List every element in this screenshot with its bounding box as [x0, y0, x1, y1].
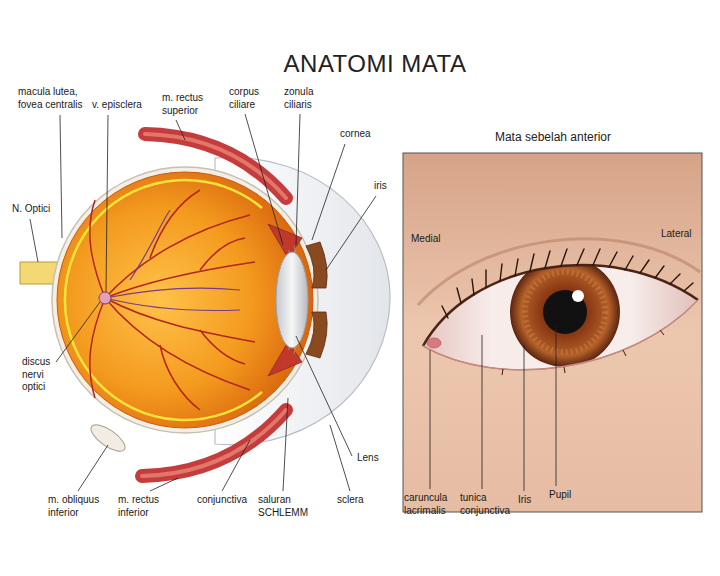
structure-label: discus nervi optici — [22, 356, 64, 394]
ciliary-body — [268, 224, 302, 258]
upper-lashes — [442, 249, 693, 318]
direction-label: Medial — [411, 233, 471, 246]
retinal-veins — [105, 210, 240, 311]
lens — [276, 252, 308, 348]
structure-label: conjunctiva — [197, 494, 257, 507]
panel-heading: Mata sebelah anterior — [403, 130, 703, 144]
structure-label: saluran SCHLEMM — [258, 494, 318, 519]
structure-label: Iris — [518, 494, 546, 507]
direction-label: Lateral — [661, 228, 701, 241]
structure-label: iris — [374, 180, 404, 193]
structure-label: macula lutea, fovea centralis — [18, 86, 96, 111]
caruncle — [427, 338, 441, 348]
leader-lines — [30, 114, 556, 491]
iris-disc — [510, 257, 620, 367]
structure-label: m. obliquus inferior — [48, 494, 110, 519]
muscle-striation — [145, 134, 286, 198]
structure-label: m. rectus superior — [162, 92, 222, 117]
lower-lashes — [502, 330, 664, 375]
structure-label: tunica conjunctiva — [460, 492, 516, 517]
iris-section — [306, 242, 327, 288]
structure-label: corpus ciliare — [229, 86, 271, 111]
eye-globe — [57, 172, 313, 428]
iris-section — [306, 312, 327, 358]
anterior-view-panel: Mata sebelah anteriorMedial Lateral — [403, 128, 703, 513]
pupil-disc — [543, 290, 587, 334]
diagram-title: ANATOMI MATA — [230, 50, 520, 79]
structure-label: Pupil — [549, 489, 579, 502]
retina-line — [65, 180, 262, 420]
structure-label: sclera — [337, 494, 377, 507]
structure-label: Lens — [357, 452, 387, 465]
structure-label: N. Optici — [12, 203, 62, 216]
structure-label: m. rectus inferior — [118, 494, 176, 519]
structure-label: zonula ciliaris — [284, 86, 330, 111]
superior-rectus-muscle — [145, 134, 286, 198]
retinal-vessels — [90, 190, 255, 410]
anterior-view-frame — [403, 153, 702, 512]
inferior-rectus-muscle — [142, 410, 286, 476]
structure-label: caruncula lacrimalis — [404, 492, 462, 517]
lower-lid-margin — [423, 300, 698, 370]
light-reflex — [572, 290, 584, 302]
structure-label: v. episclera — [92, 99, 152, 112]
ciliary-body — [268, 342, 302, 376]
structure-label: cornea — [340, 128, 380, 141]
muscle-striation — [142, 410, 286, 476]
sclera-layer — [52, 167, 318, 433]
inferior-oblique-muscle — [87, 420, 129, 456]
iris-texture — [525, 272, 605, 352]
optic-disc — [99, 292, 111, 304]
